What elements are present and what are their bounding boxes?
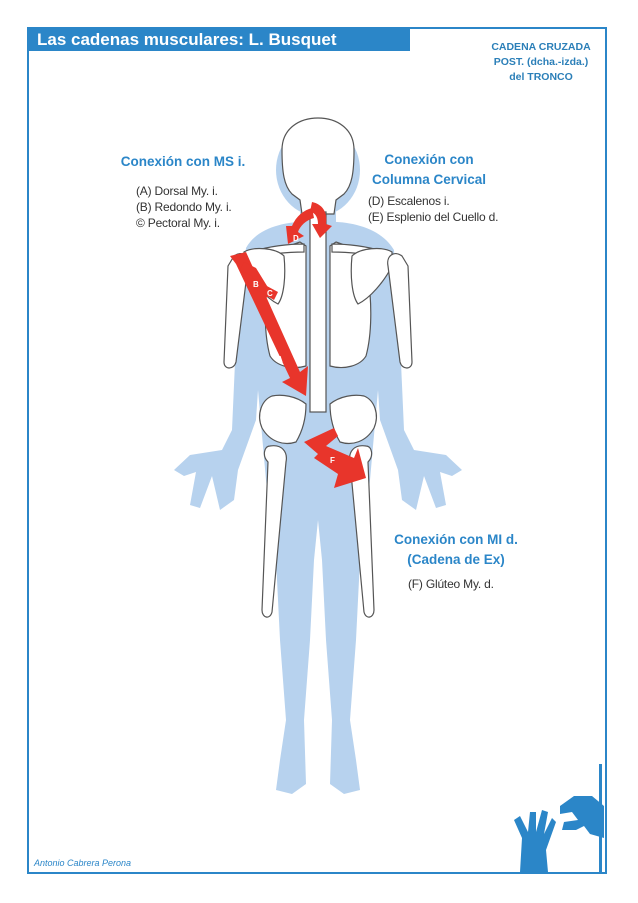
arrow-f [304, 428, 366, 488]
ms-connection-list: (A) Dorsal My. i. (B) Redondo My. i. © P… [136, 183, 232, 231]
skull [281, 117, 355, 215]
mi-connection-list: (F) Glúteo My. d. [408, 576, 494, 592]
ms-connection-heading: Conexión con MS i. [108, 152, 258, 172]
arrow-label-d: D [293, 234, 299, 243]
arrow-label-f: F [330, 456, 335, 465]
arrow-d [286, 208, 314, 244]
cervical-line-d: (D) Escalenos i. [368, 194, 450, 208]
arrow-e [310, 202, 332, 238]
mi-heading-line: Conexión con MI d. [394, 532, 518, 547]
ms-line-c: © Pectoral My. i. [136, 216, 220, 230]
page-frame [27, 27, 607, 874]
arrow-c [250, 278, 278, 300]
skeleton [223, 117, 413, 618]
ms-heading-line: Conexión con MS i. [120, 154, 246, 169]
ms-line-a: (A) Dorsal My. i. [136, 184, 218, 198]
chain-label-line: CADENA CRUZADA [491, 41, 591, 53]
pelvis [259, 394, 377, 445]
mi-heading-line: (Cadena de Ex) [407, 552, 505, 567]
femur-left [261, 445, 287, 618]
hands-logo-icon [514, 764, 604, 872]
femur-right [349, 445, 375, 618]
arrow-label-e: E [311, 234, 317, 243]
mi-line-f: (F) Glúteo My. d. [408, 577, 494, 591]
cervical-heading-line: Conexión con [384, 152, 474, 167]
arrow-label-b: B [253, 280, 259, 289]
chain-label-line: del TRONCO [509, 71, 573, 83]
cervical-connection-heading: Conexión con Columna Cervical [354, 150, 504, 190]
scapula-right [350, 247, 393, 305]
muscle-chain-arrows [230, 202, 366, 488]
page-title: Las cadenas musculares: L. Busquet [29, 29, 410, 51]
ms-line-b: (B) Redondo My. i. [136, 200, 232, 214]
humerus-right [387, 253, 413, 369]
author-credit: Antonio Cabrera Perona [34, 858, 132, 868]
chain-label: CADENA CRUZADA POST. (dcha.-izda.) del T… [466, 40, 616, 85]
cervical-line-e: (E) Esplenio del Cuello d. [368, 210, 499, 224]
cervical-connection-list: (D) Escalenos i. (E) Esplenio del Cuello… [368, 193, 498, 225]
cervical-heading-line: Columna Cervical [371, 172, 487, 187]
arrow-a [230, 252, 308, 396]
mi-connection-heading: Conexión con MI d. (Cadena de Ex) [378, 530, 534, 570]
chain-label-line: POST. (dcha.-izda.) [493, 56, 589, 68]
arrow-label-c: C [267, 289, 273, 298]
arrow-letters: A B C D E F [253, 234, 335, 465]
arrow-label-a: A [277, 355, 283, 364]
